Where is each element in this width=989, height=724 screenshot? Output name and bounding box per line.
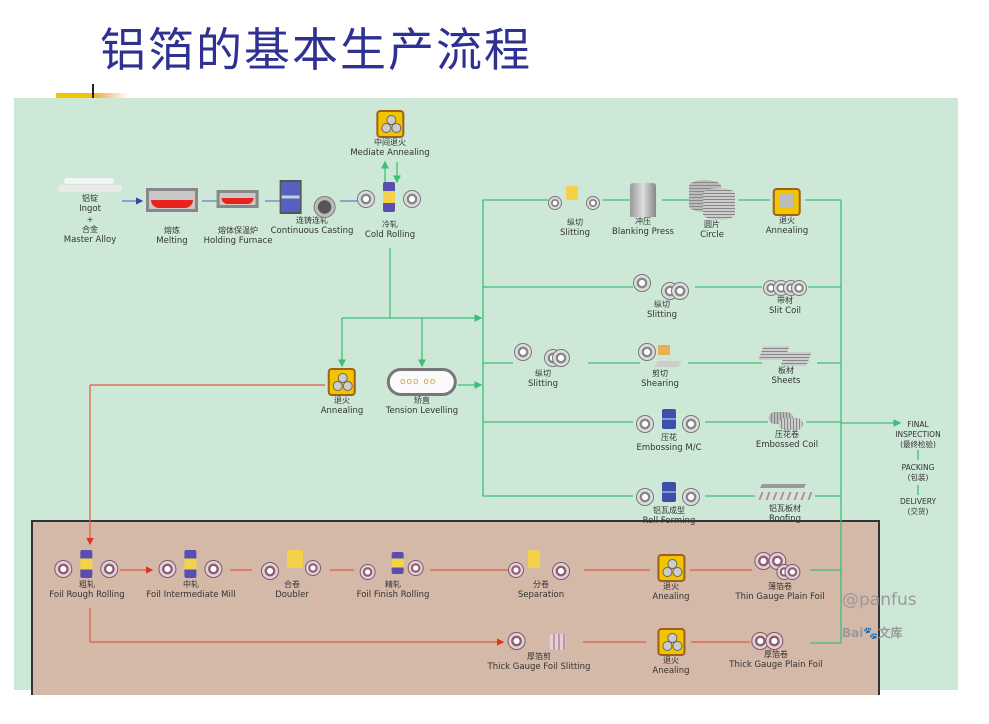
slitter-icon — [548, 186, 602, 212]
foil-slitter-icon — [507, 628, 570, 652]
node-slitting-3: 纵切 Slitting — [514, 343, 572, 390]
continuous-casting-icon — [279, 180, 344, 218]
slit-coil-icon — [763, 280, 807, 296]
shear-icon — [638, 343, 682, 369]
node-foil-finish-rolling: 精轧 Foil Finish Rolling — [357, 552, 429, 601]
node-shearing: 剪切 Shearing — [638, 343, 682, 390]
circle-blanks-icon — [689, 180, 735, 220]
page-title: 铝箔的基本生产流程 — [100, 23, 532, 77]
melting-furnace-icon — [146, 188, 198, 212]
node-annealing-circle: 退火 Annealing — [766, 188, 808, 237]
slitter-icon — [514, 343, 572, 369]
node-embossing: 压花 Embossing M/C — [636, 409, 702, 454]
cold-rolling-mill-icon — [357, 182, 423, 212]
node-sheets: 板材 Sheets — [758, 346, 812, 387]
foil-rolling-mill-icon — [359, 552, 426, 580]
roll-forming-mill-icon — [636, 482, 702, 506]
annealing-furnace-icon — [657, 628, 685, 656]
title-accent-fade — [98, 93, 128, 98]
foil-rolling-mill-icon — [157, 550, 224, 580]
node-foil-rough-rolling: 粗轧 Foil Rough Rolling — [49, 550, 125, 601]
watermark-brand: Bai🐾文库 — [842, 626, 903, 640]
node-cold-rolling: 冷轧 Cold Rolling — [357, 182, 423, 241]
node-holding-furnace: 熔体保温炉 Holding Furnace — [204, 190, 272, 247]
node-annealing-branch: 退火 Annealing — [321, 368, 363, 417]
packing: PACKING (包装) — [901, 463, 935, 482]
node-continuous-casting: 连铸连轧 Continuous Casting — [271, 180, 353, 237]
final-inspection: FINAL INSPECTION (最终检验) — [895, 420, 941, 449]
watermark-handle: @panfus — [842, 590, 917, 610]
node-thick-gauge-foil-slitting: 厚箔剪 Thick Gauge Foil Slitting — [488, 628, 590, 673]
thick-foil-coil-icon — [751, 630, 801, 650]
roofing-sheet-icon — [753, 484, 815, 504]
doubler-icon — [261, 550, 323, 580]
node-melting: 熔炼 Melting — [146, 188, 198, 247]
node-foil-annealing-1: 退火 Anealing — [652, 554, 690, 603]
node-tension-levelling: ooo oo 矫直 Tension Levelling — [386, 368, 458, 417]
annealing-furnace-icon — [657, 554, 685, 582]
node-ingot: 铝锭 Ingot + 合金 Master Alloy — [58, 178, 122, 246]
green-connectors — [338, 160, 919, 644]
node-mediate-annealing: 中间退火 Mediate Annealing — [350, 110, 430, 159]
node-separation: 分卷 Separation — [508, 550, 574, 601]
annealing-furnace-icon — [327, 368, 356, 396]
ingot-icon — [58, 178, 122, 194]
thin-foil-coil-icon — [753, 552, 806, 582]
node-slitting-1: 纵切 Slitting — [548, 186, 602, 239]
node-foil-intermediate-mill: 中轧 Foil Intermediate Mill — [146, 550, 236, 601]
node-circle: 圆片 Circle — [689, 180, 735, 241]
node-slit-coil: 带材 Slit Coil — [763, 280, 807, 317]
title-accent-bar — [56, 93, 98, 98]
foil-process-box — [31, 520, 880, 695]
node-foil-annealing-2: 退火 Anealing — [652, 628, 690, 677]
annealing-furnace-icon — [772, 188, 801, 216]
tension-leveller-icon: ooo oo — [386, 368, 457, 396]
delivery: DELIVERY (交货) — [899, 497, 937, 516]
holding-furnace-icon — [216, 190, 259, 208]
foil-rolling-mill-icon — [54, 550, 120, 580]
sheets-stack-icon — [758, 346, 812, 366]
embossing-mill-icon — [636, 409, 702, 433]
slitter-icon — [633, 272, 691, 300]
node-roll-forming: 铝瓦成型 Roll Forming — [636, 482, 702, 527]
node-roofing: 铝瓦板材 Roofing — [753, 484, 815, 525]
separation-icon — [508, 550, 574, 580]
node-embossed-coil: 压花卷 Embossed Coil — [756, 412, 818, 451]
annealing-furnace-icon — [375, 110, 404, 138]
node-slitting-2: 纵切 Slitting — [633, 272, 691, 321]
node-thick-gauge-plain-foil: 厚箔卷 Thick Gauge Plain Foil — [729, 630, 823, 671]
embossed-coil-icon — [768, 412, 805, 430]
node-doubler: 合卷 Doubler — [261, 550, 323, 601]
node-blanking-press: 冲压 Blanking Press — [612, 183, 674, 238]
blanking-press-icon — [630, 183, 656, 217]
title-accent-tick — [92, 84, 94, 98]
red-connectors — [86, 384, 752, 646]
node-thin-gauge-plain-foil: 薄箔卷 Thin Gauge Plain Foil — [735, 552, 825, 603]
paw-icon: 🐾 — [863, 626, 879, 640]
